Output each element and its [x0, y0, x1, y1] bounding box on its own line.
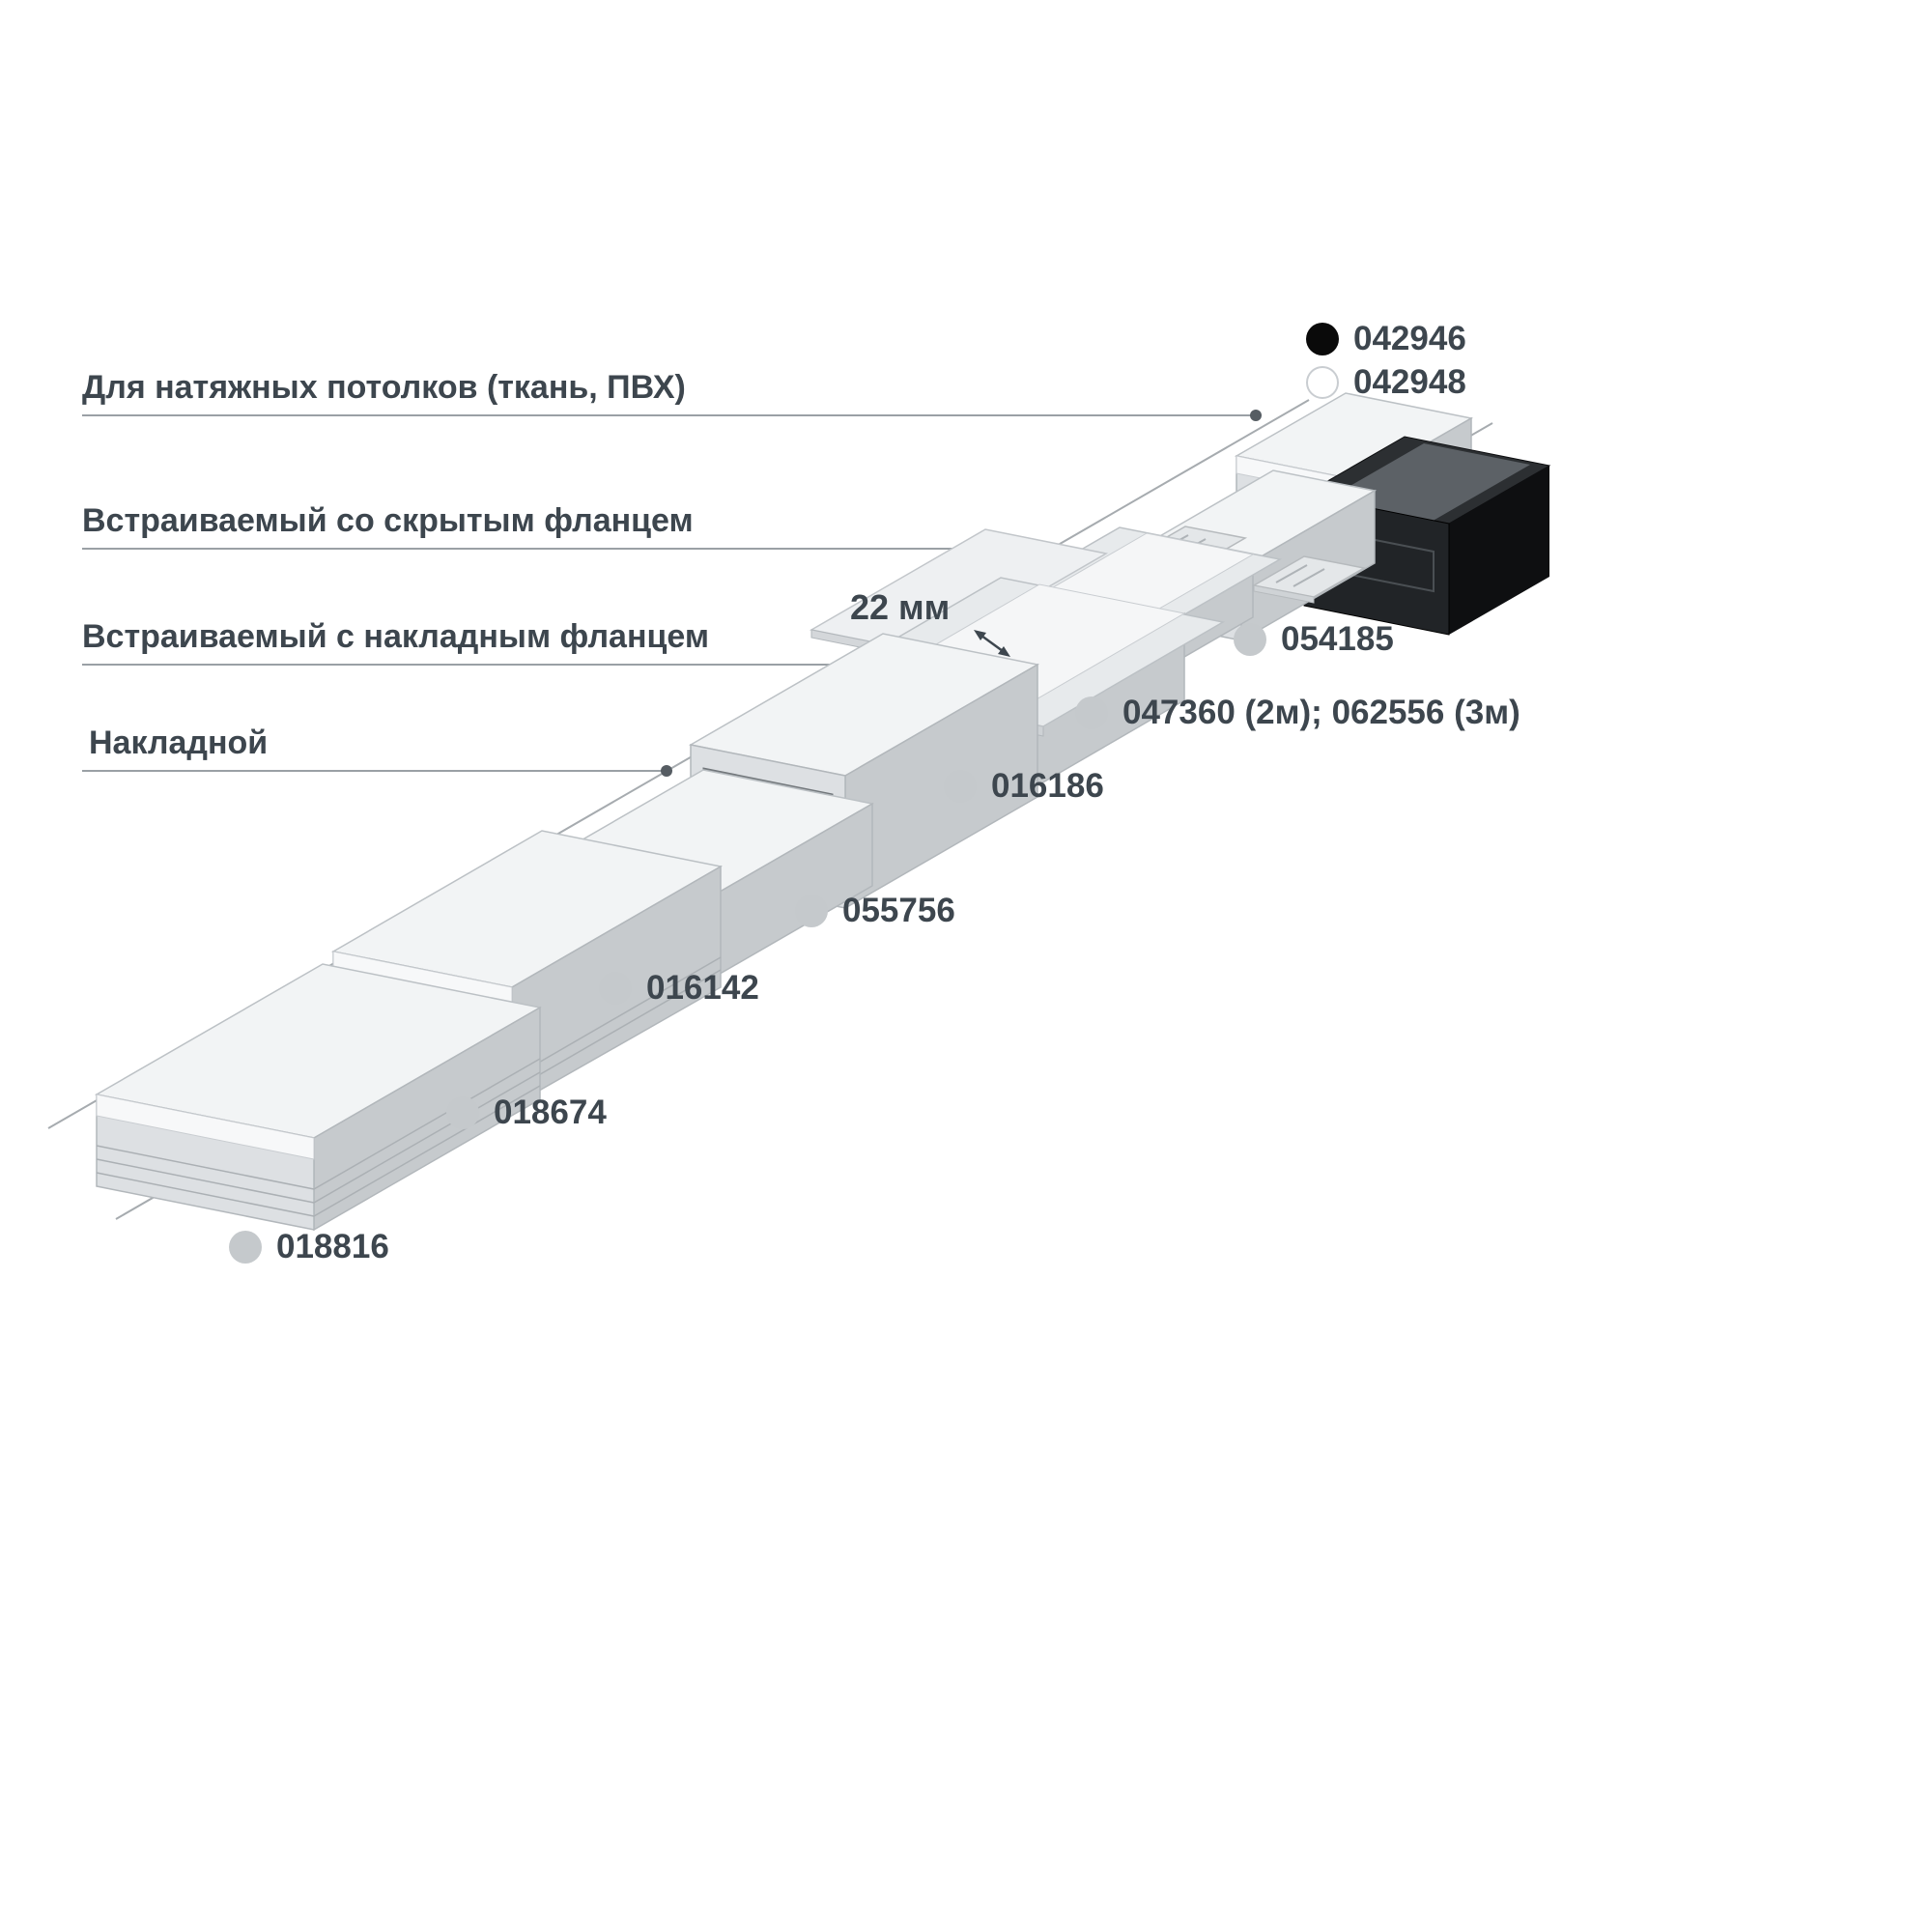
product-row-016142: 016142 [599, 969, 759, 1008]
clip-edge [1253, 584, 1315, 604]
product-code: 018816 [276, 1228, 389, 1265]
product-code: 042946 [1353, 320, 1466, 357]
product-row-016186: 016186 [944, 767, 1104, 806]
fin-line [313, 1085, 541, 1217]
category-label-surface-mounted: Накладной [89, 724, 269, 761]
category-label-recessed-hidden-flange: Встраиваемый со скрытым фланцем [82, 502, 694, 539]
product-row-042946: 042946 [1306, 320, 1466, 358]
color-dot-gray [1075, 696, 1108, 729]
clip-slot [1293, 568, 1325, 587]
diffuser-strip [96, 1094, 315, 1160]
color-dot-gray [944, 770, 977, 803]
product-row-018674: 018674 [446, 1094, 607, 1132]
arrowhead [974, 630, 986, 640]
arrowhead [998, 646, 1010, 657]
leader-dot [661, 765, 672, 777]
dimension-line [980, 634, 1004, 653]
product-code: 016142 [646, 969, 759, 1007]
product-code: 042948 [1353, 363, 1466, 401]
category-label-stretch-ceiling: Для натяжных потолков (ткань, ПВХ) [82, 369, 686, 406]
product-code: 054185 [1281, 620, 1394, 658]
fin-line [313, 1058, 541, 1190]
product-code: 016186 [991, 767, 1104, 805]
category-label-recessed-surface-flange: Встраиваемый с накладным фланцем [82, 618, 710, 655]
side-face [1449, 466, 1549, 635]
product-row-042948: 042948 [1306, 363, 1466, 402]
fin-line [313, 1071, 541, 1204]
color-dot-gray [795, 895, 828, 927]
product-code: 047360 (2м); 062556 (3м) [1122, 694, 1520, 731]
leader-dot [1250, 410, 1262, 421]
color-dot-gray [229, 1231, 262, 1264]
color-dot-white [1306, 366, 1339, 399]
product-code: 018674 [494, 1094, 607, 1131]
product-row-047360: 047360 (2м); 062556 (3м) [1075, 694, 1520, 732]
fin-line [96, 1172, 315, 1217]
product-row-054185: 054185 [1234, 620, 1394, 659]
profile-018816 [94, 963, 543, 1232]
color-dot-gray [446, 1096, 479, 1129]
fin-line [511, 969, 722, 1092]
dimension-label: 22 мм [850, 587, 951, 627]
product-code: 055756 [842, 892, 955, 929]
clip-slot [1275, 564, 1308, 583]
color-dot-black [1306, 323, 1339, 355]
dimension-arrow [974, 630, 1010, 657]
product-row-055756: 055756 [795, 892, 955, 930]
color-dot-gray [1234, 623, 1266, 656]
fin-line [96, 1145, 315, 1190]
color-dot-gray [599, 972, 632, 1005]
product-row-018816: 018816 [229, 1228, 389, 1266]
fin-line [511, 956, 722, 1079]
fin-line [96, 1158, 315, 1204]
